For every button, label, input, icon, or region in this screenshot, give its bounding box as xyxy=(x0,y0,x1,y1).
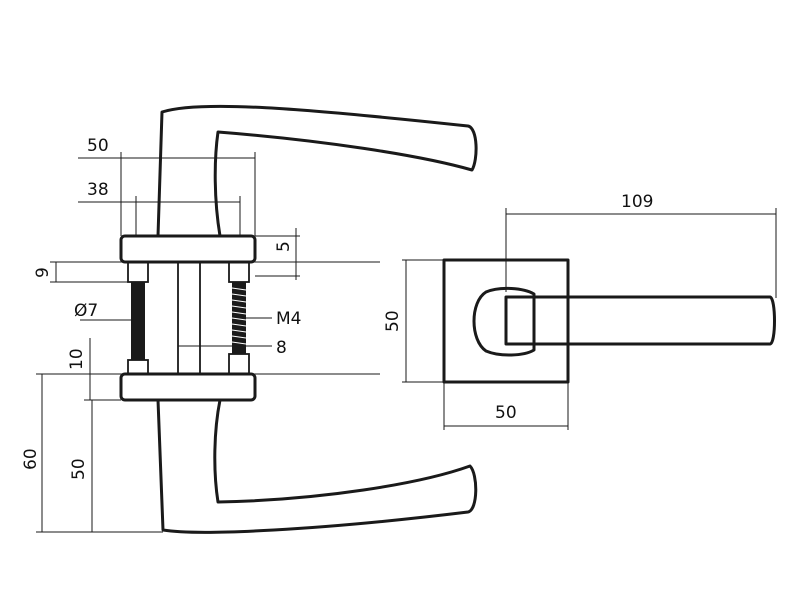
right-screw-head xyxy=(228,261,250,283)
lower-rose xyxy=(119,372,257,402)
lever-collar xyxy=(472,286,536,357)
dim-label-screw-diameter: Ø7 xyxy=(74,301,98,321)
dim-label-square-rose-width: 50 xyxy=(495,403,517,423)
upper-rose xyxy=(119,234,257,264)
spindle xyxy=(177,261,201,375)
left-screw-body xyxy=(131,282,145,360)
right-screw-thread xyxy=(231,287,247,345)
right-screw-nut xyxy=(228,353,250,375)
dim-label-spindle: 8 xyxy=(276,338,287,358)
dim-label-rose-spacing: 10 xyxy=(67,348,87,370)
dim-label-square-rose-height: 50 xyxy=(383,310,403,332)
dim-label-rose-thickness: 5 xyxy=(274,241,294,252)
lever-arm xyxy=(504,295,776,346)
left-screw-head xyxy=(127,261,149,283)
dim-label-lever-height: 50 xyxy=(69,458,89,480)
left-screw-nut xyxy=(127,359,149,375)
dim-label-screw-head-height: 9 xyxy=(33,267,53,278)
dim-label-total-height: 60 xyxy=(21,448,41,470)
dim-label-thread: M4 xyxy=(276,309,301,329)
dim-label-rose-inner-width: 38 xyxy=(87,180,109,200)
front-view-dimensions xyxy=(402,208,777,430)
upper-lever-outline xyxy=(156,104,478,238)
side-view-dimensions xyxy=(36,152,380,533)
dim-label-rose-outer-width: 50 xyxy=(87,136,109,156)
front-view xyxy=(442,258,776,384)
dim-label-lever-length: 109 xyxy=(621,192,653,212)
lower-lever-outline xyxy=(156,398,478,534)
